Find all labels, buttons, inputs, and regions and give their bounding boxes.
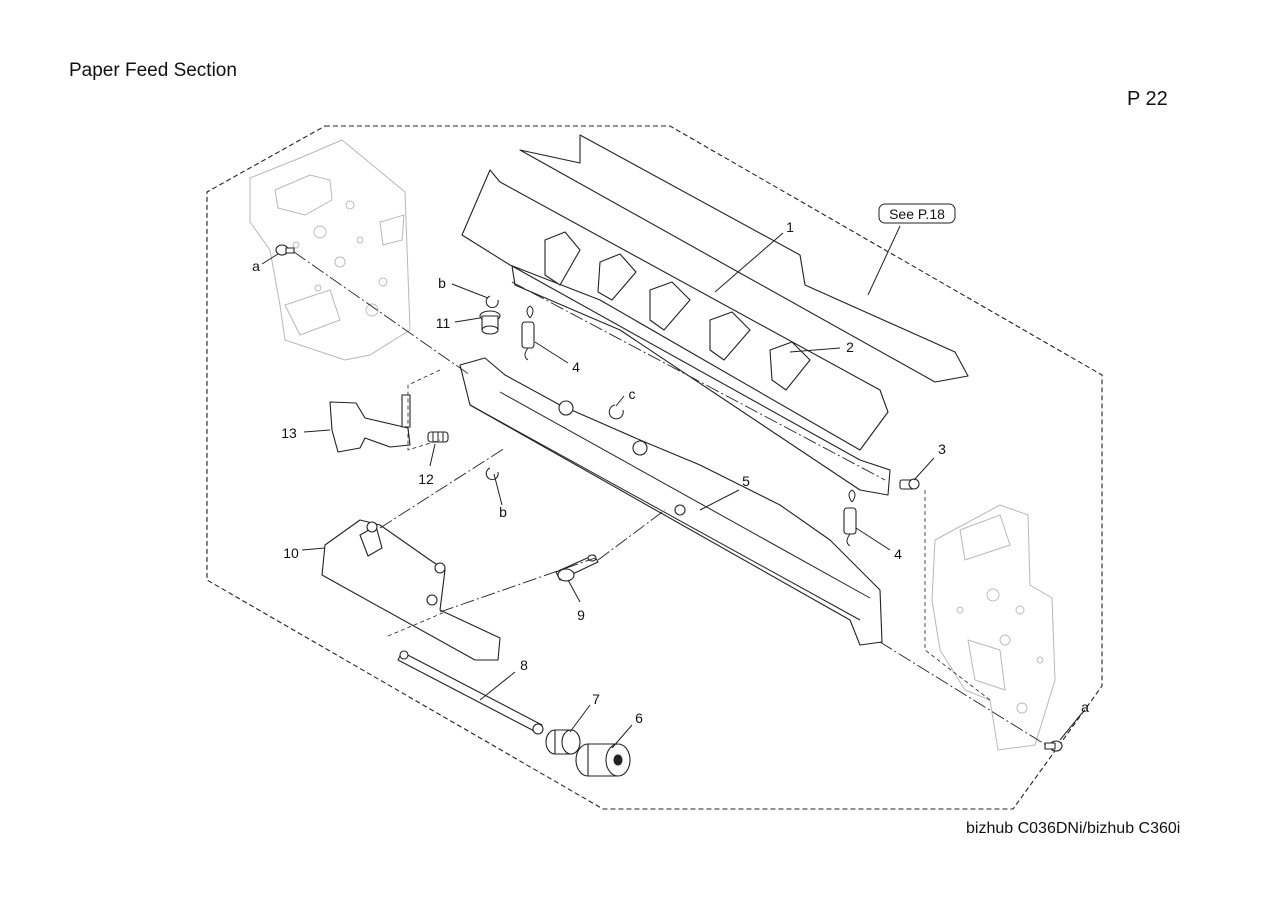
callout-1: 1	[786, 219, 794, 235]
pickup-assembly	[321, 519, 501, 661]
see-page-box	[878, 203, 956, 224]
pickup-hub-1	[366, 521, 378, 533]
pickup-hub-2	[434, 562, 446, 574]
callout-c: c	[629, 386, 636, 402]
callout-leaders	[261, 225, 1083, 749]
short-shaft	[555, 554, 599, 582]
callout-a-right: a	[1081, 699, 1089, 715]
pickup-roller	[575, 743, 631, 777]
callout-5: 5	[742, 473, 750, 489]
callout-12: 12	[418, 471, 434, 487]
upper-guide-fin-5	[769, 341, 811, 391]
callout-9: 9	[577, 607, 585, 623]
upper-guide-fin-1	[544, 231, 581, 286]
frame-boss-1	[558, 400, 574, 416]
bushing	[479, 310, 501, 335]
pickup-hub-3	[426, 594, 438, 606]
callout-10: 10	[283, 545, 299, 561]
upper-guide-fin-3	[649, 281, 691, 331]
callout-6: 6	[635, 710, 643, 726]
callout-2: 2	[846, 339, 854, 355]
roller-shaft	[397, 650, 544, 735]
frame-boss-2	[632, 440, 648, 456]
model-name: bizhub C036DNi/bizhub C360i	[966, 820, 1181, 837]
upper-guide-fin-2	[597, 253, 637, 301]
feed-frame	[459, 357, 883, 646]
see-page-reference: See P.18	[889, 206, 945, 222]
shoulder-pin	[899, 478, 920, 490]
assembly-boundary	[206, 125, 1103, 810]
callout-b-upper: b	[438, 275, 446, 291]
callout-3: 3	[938, 441, 946, 457]
callout-b-lower: b	[499, 504, 507, 520]
left-side-frame-ghost	[249, 139, 411, 361]
page-number: P 22	[1127, 88, 1168, 110]
e-ring-b-lower	[485, 467, 499, 481]
guide-plate	[519, 134, 969, 383]
callout-4-lower: 4	[894, 546, 902, 562]
right-side-frame-ghost	[931, 504, 1056, 751]
callout-7: 7	[592, 691, 600, 707]
callout-8: 8	[520, 657, 528, 673]
feed-roller-small	[545, 729, 581, 755]
upper-guide-fin-4	[709, 311, 751, 361]
screw-a-right	[1044, 740, 1063, 752]
tension-spring-upper	[521, 305, 535, 361]
callout-11: 11	[436, 315, 451, 331]
tension-spring-lower	[843, 489, 857, 547]
lever-post	[401, 394, 411, 428]
callout-13: 13	[281, 425, 297, 441]
e-ring-c	[608, 404, 624, 420]
callout-4-upper: 4	[572, 359, 580, 375]
screw-a-left	[275, 244, 295, 256]
page-title: Paper Feed Section	[69, 60, 237, 81]
frame-hole	[674, 504, 686, 516]
small-spring	[427, 431, 449, 443]
callout-a-left: a	[252, 258, 260, 274]
lever-bracket	[329, 401, 411, 453]
